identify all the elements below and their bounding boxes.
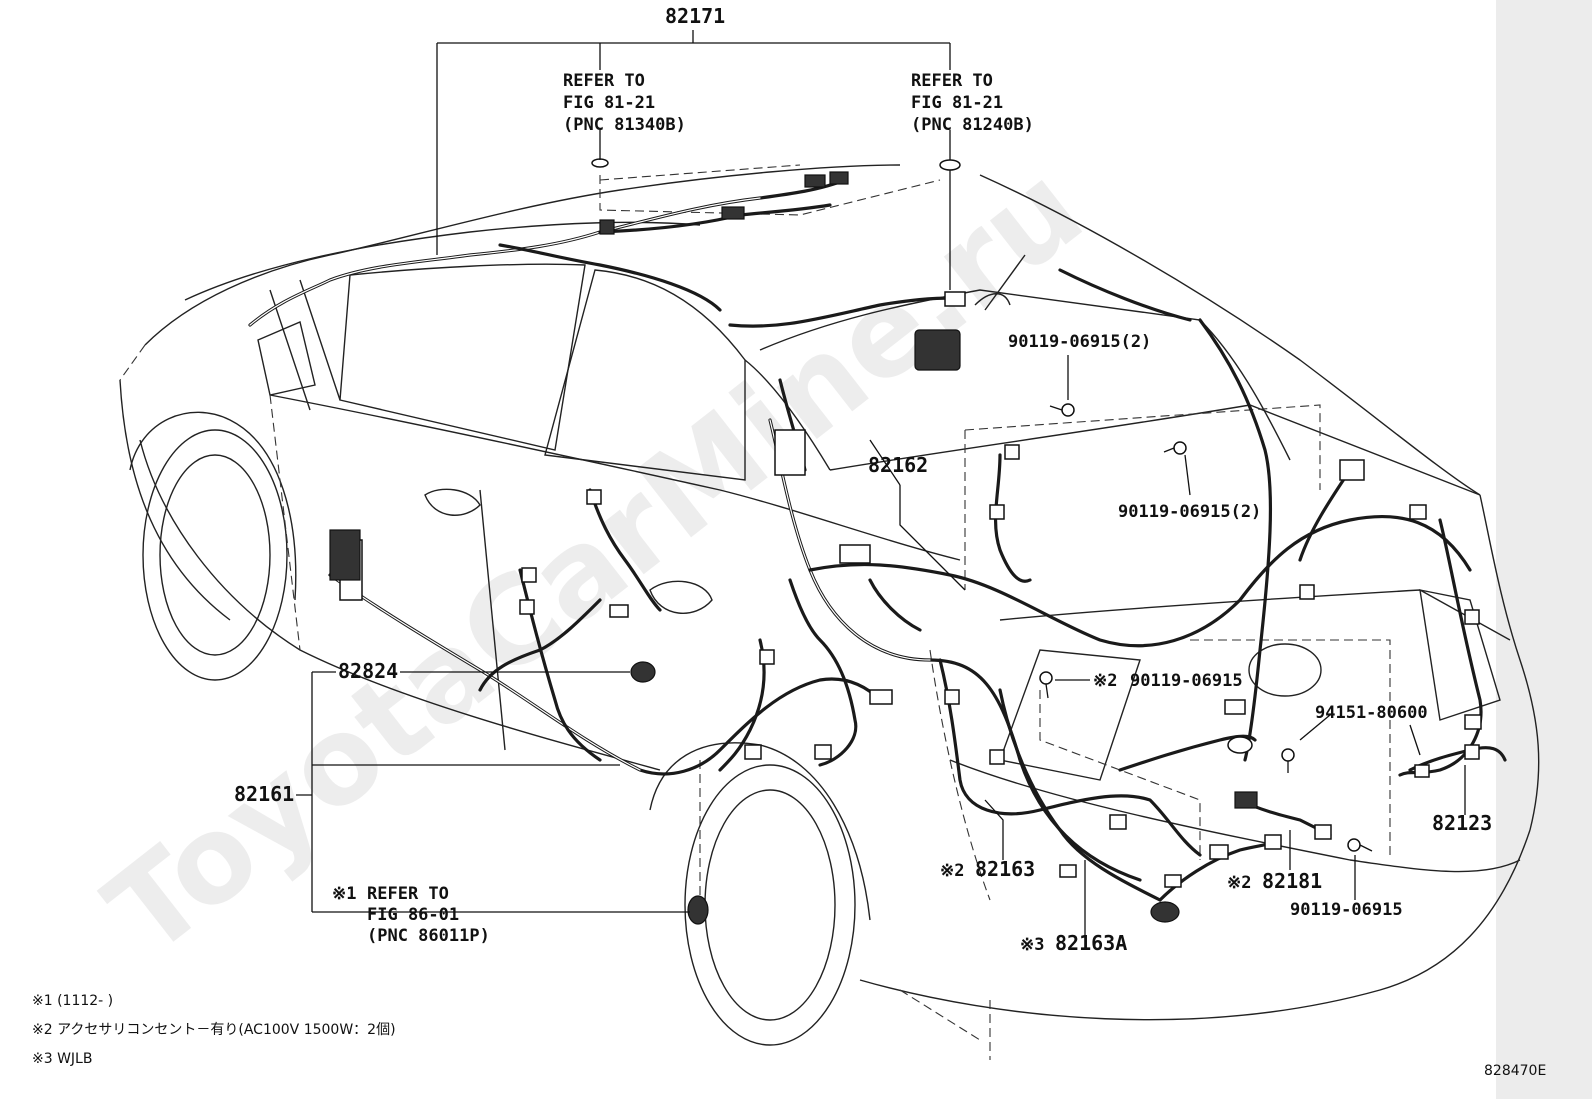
bolt-icon [1049, 403, 1075, 417]
connectors [329, 158, 1482, 925]
part-label-82171: 82171 [665, 4, 725, 28]
refer-right-line2: FIG 81-21 [911, 93, 1003, 113]
mark-3: ※3 [1020, 935, 1044, 955]
part-label-82161: 82161 [234, 782, 294, 806]
part-label-bolt-note: 90119-06915 [1130, 671, 1243, 691]
mark-2-a: ※2 [1093, 671, 1117, 691]
footnotes: ※1 (1112- ) ※2 アクセサリコンセント－有り(AC100V 1500… [32, 993, 396, 1067]
part-label-94151: 94151-80600 [1315, 703, 1428, 723]
bolt-icon [1163, 441, 1187, 455]
refer-left-line3: (PNC 81340B) [563, 115, 686, 135]
part-label-82824: 82824 [338, 659, 398, 683]
refer-lower-line1: REFER TO [367, 884, 449, 904]
refer-right-line1: REFER TO [911, 71, 993, 91]
refer-lower-line2: FIG 86-01 [367, 905, 459, 925]
footnote-2: ※2 アクセサリコンセント－有り(AC100V 1500W：2個) [32, 1022, 396, 1038]
refer-right-line3: (PNC 81240B) [911, 115, 1034, 135]
bolt-icon [1039, 671, 1053, 699]
part-label-82181: 82181 [1262, 869, 1322, 893]
bolt-icon [1281, 748, 1295, 773]
part-label-bolt-mid: 90119-06915(2) [1008, 332, 1151, 352]
part-label-bolt-bottom: 90119-06915 [1290, 900, 1403, 920]
bolt-icon [1347, 838, 1373, 852]
mark-2-c: ※2 [1227, 873, 1251, 893]
wire-harness-82161 [328, 488, 922, 776]
hidden-body-lines [119, 164, 1391, 1060]
part-label-bolt-right: 90119-06915(2) [1118, 502, 1261, 522]
footnote-1: ※1 (1112- ) [32, 993, 113, 1009]
page-edge-strip [1496, 0, 1592, 1099]
figure-code: 828470E [1484, 1063, 1546, 1079]
refer-left-line2: FIG 81-21 [563, 93, 655, 113]
part-label-82123: 82123 [1432, 811, 1492, 835]
part-label-82162: 82162 [868, 453, 928, 477]
footnote-3: ※3 WJLB [32, 1051, 92, 1067]
refer-left-line1: REFER TO [563, 71, 645, 91]
bolt-icons [1039, 403, 1373, 852]
mark-1: ※1 [332, 884, 356, 904]
part-label-82163: 82163 [975, 857, 1035, 881]
mark-2-b: ※2 [940, 861, 964, 881]
refer-lower-line3: (PNC 86011P) [367, 926, 490, 946]
part-label-82163A: 82163A [1055, 931, 1127, 955]
leader-lines [296, 30, 1466, 935]
callout-labels: 82171 REFER TO FIG 81-21 (PNC 81340B) RE… [234, 4, 1492, 955]
wire-harness-82181 [1118, 734, 1332, 837]
